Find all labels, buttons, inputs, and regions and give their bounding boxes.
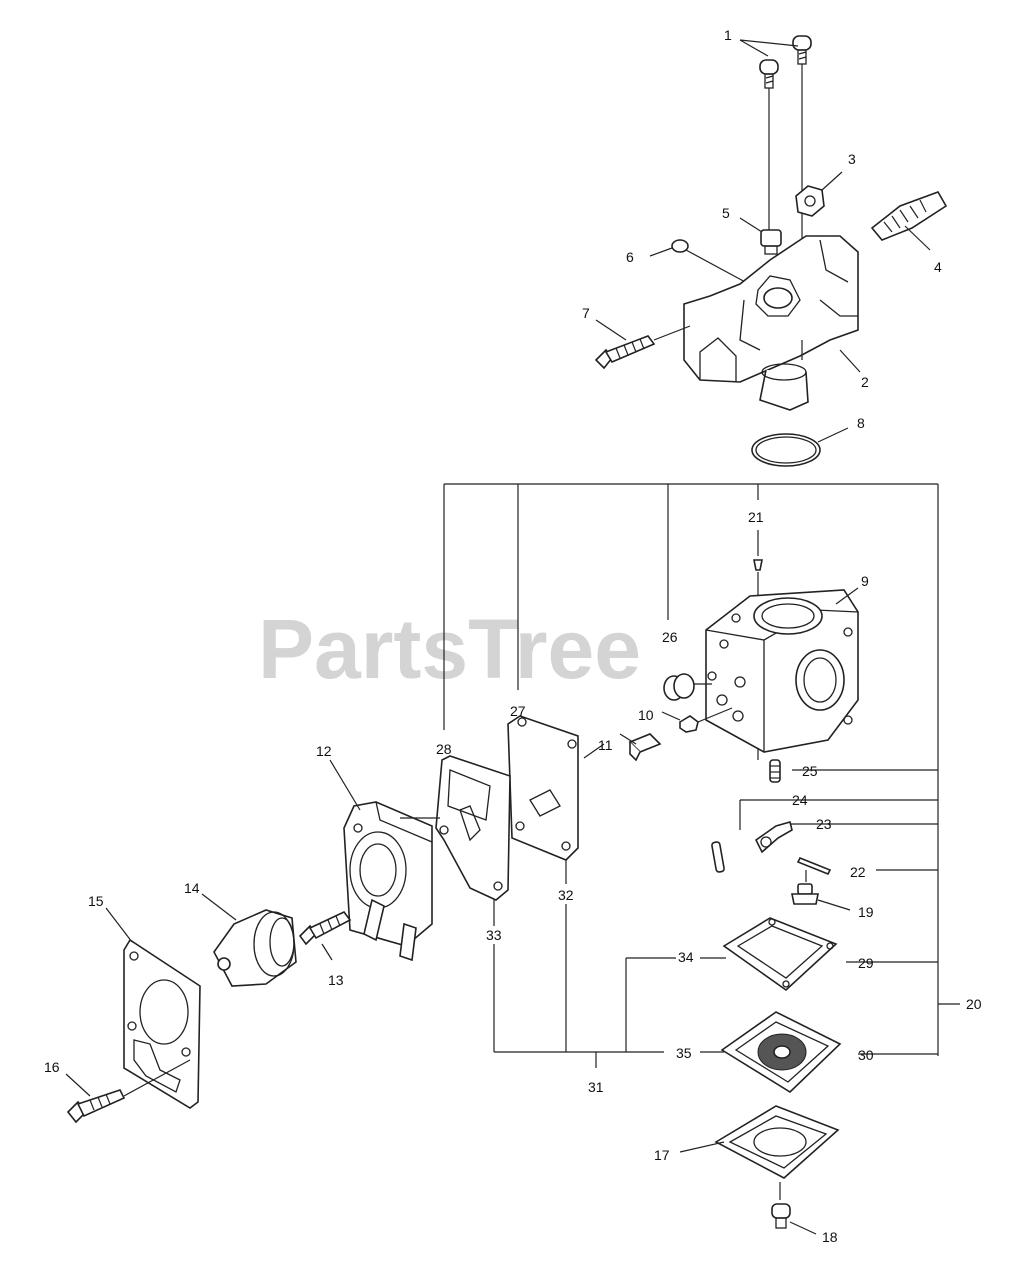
callout-30: 30 [858,1047,874,1063]
callout-25: 25 [802,763,818,779]
callout-16: 16 [44,1059,60,1075]
callout-22: 22 [850,864,866,880]
pin-24 [711,841,725,873]
pin-22 [796,856,832,876]
callout-6: 6 [626,249,634,265]
callout-2: 2 [861,374,869,390]
nut-3 [795,185,825,217]
callout-7: 7 [582,305,590,321]
callout-33: 33 [486,927,502,943]
plug-26 [663,673,695,701]
callout-34: 34 [678,949,694,965]
callout-20: 20 [966,996,982,1012]
callout-35: 35 [676,1045,692,1061]
callout-13: 13 [328,972,344,988]
callout-5: 5 [722,205,730,221]
screw-1-right [792,35,812,65]
callout-4: 4 [934,259,942,275]
plug-10 [679,715,699,733]
screw-4 [870,191,948,241]
callout-29: 29 [858,955,874,971]
callout-3: 3 [848,151,856,167]
diaphragm-cover-17 [714,1105,840,1179]
needle-11 [628,733,662,762]
callout-12: 12 [316,743,332,759]
diaphragm-30 [720,1011,842,1094]
callout-14: 14 [184,880,200,896]
callout-24: 24 [792,792,808,808]
screw-13 [298,910,352,946]
jet-21 [753,559,763,571]
screw-16 [66,1089,126,1124]
callout-1: 1 [724,27,732,43]
callout-21: 21 [748,509,764,525]
screw-18 [771,1203,791,1229]
callout-23: 23 [816,816,832,832]
callout-31: 31 [588,1079,604,1095]
callout-18: 18 [822,1229,838,1245]
gasket-27 [507,715,579,861]
spring-25 [769,759,781,783]
screw-1-left [759,59,779,89]
clip-5 [760,229,782,255]
carburetor-body-9 [705,589,859,753]
callout-15: 15 [88,893,104,909]
valve-plate-28 [435,755,511,901]
clip-6 [671,239,689,253]
callout-19: 19 [858,904,874,920]
pump-cover-12 [343,801,433,962]
callout-32: 32 [558,887,574,903]
callout-27: 27 [510,703,526,719]
callout-26: 26 [662,629,678,645]
screw-7 [594,335,656,370]
screw-19 [791,883,819,905]
callout-17: 17 [654,1147,670,1163]
callout-9: 9 [861,573,869,589]
carburetor-housing-2 [683,235,859,411]
gasket-ring-8 [751,433,821,467]
filter-cap-14 [213,909,297,987]
callout-11: 11 [598,737,613,753]
gasket-29 [722,917,838,992]
callout-10: 10 [638,707,654,723]
callout-28: 28 [436,741,452,757]
callout-8: 8 [857,415,865,431]
gasket-15 [123,938,201,1109]
lever-23 [754,821,793,854]
watermark-text: PartsTree [258,602,641,696]
